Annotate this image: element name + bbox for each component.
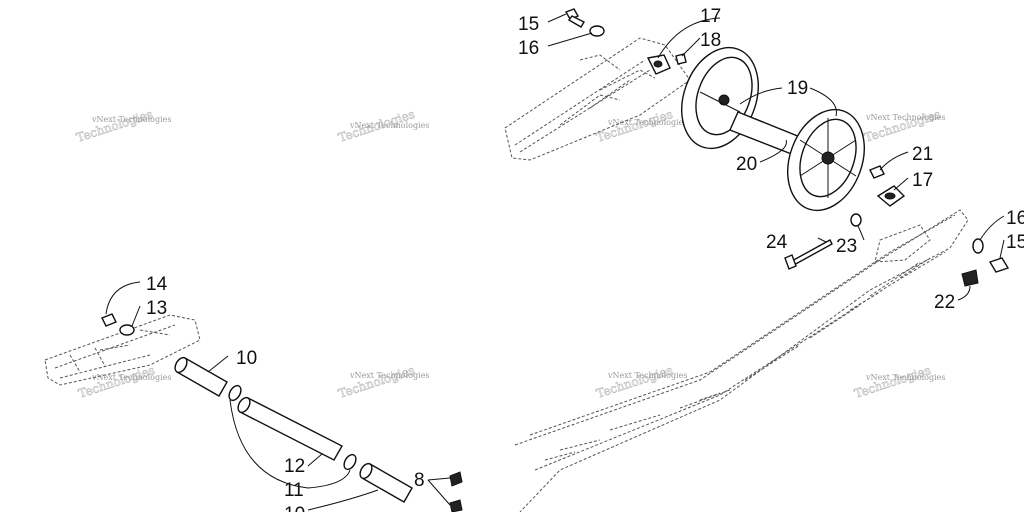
callout-12: 12 xyxy=(284,456,305,477)
callout-20: 20 xyxy=(736,154,757,175)
watermark-1: Technologies vNext Technologies xyxy=(74,107,171,145)
nut-8-lower xyxy=(449,499,463,512)
watermark-outline: Technologies xyxy=(75,107,155,145)
washer-13 xyxy=(119,324,135,336)
bolt-15-upper xyxy=(564,8,585,28)
nut-22 xyxy=(961,269,979,287)
callout-15-lower: 15 xyxy=(1006,232,1024,253)
washer-16-lower xyxy=(972,238,984,254)
spacer-10-left xyxy=(174,356,228,397)
callout-19: 19 xyxy=(787,78,808,99)
watermark-8: Technologies vNext Technologies xyxy=(852,363,945,401)
bolt-15-lower xyxy=(988,257,1010,273)
callout-21: 21 xyxy=(912,144,933,165)
watermark-text: vNext Technologies xyxy=(91,373,171,382)
bracket-17-upper xyxy=(646,54,671,75)
slide-rail-outline xyxy=(514,209,969,512)
nut-14 xyxy=(101,313,117,327)
watermark-text: vNext Technologies xyxy=(349,371,429,380)
watermark-text: vNext Technologies xyxy=(607,118,687,127)
nut-8-upper xyxy=(449,471,463,487)
ring-11-left xyxy=(228,384,242,402)
nut-18 xyxy=(675,53,687,65)
watermark-5: Technologies vNext Technologies xyxy=(76,363,171,401)
callout-24: 24 xyxy=(766,232,788,253)
spacer-23 xyxy=(850,213,862,227)
callout-17-upper: 17 xyxy=(700,6,721,27)
watermark-7: Technologies vNext Technologies xyxy=(594,363,687,401)
upper-rail-outline xyxy=(504,37,691,161)
callout-8: 8 xyxy=(414,470,425,491)
leader-lines xyxy=(105,13,1005,511)
callout-23: 23 xyxy=(836,236,857,257)
watermark-text: vNext Technologies xyxy=(865,373,945,382)
callout-15-upper: 15 xyxy=(518,14,539,35)
callout-10-lower: 10 xyxy=(284,504,305,512)
bolt-24 xyxy=(784,239,833,270)
watermark-6: Technologies vNext Technologies xyxy=(336,363,429,401)
callout-10-upper: 10 xyxy=(236,348,257,369)
watermark-text: vNext Technologies xyxy=(349,121,429,130)
watermark-text: vNext Technologies xyxy=(607,371,687,380)
left-rail-outline xyxy=(44,314,201,386)
spacer-10-right xyxy=(359,462,413,503)
callout-14: 14 xyxy=(146,274,168,295)
watermark-outline: Technologies xyxy=(337,363,417,401)
bracket-17-lower xyxy=(876,185,906,207)
washer-16-upper xyxy=(589,25,605,37)
watermark-3: Technologies vNext Technologies xyxy=(594,107,687,145)
callout-13: 13 xyxy=(146,298,167,319)
callout-22: 22 xyxy=(934,292,955,313)
callout-labels: 15 16 17 18 19 20 21 17 24 23 16 15 22 1… xyxy=(146,6,1024,512)
watermark-outline: Technologies xyxy=(595,363,675,401)
callout-18: 18 xyxy=(700,30,721,51)
callout-17-lower: 17 xyxy=(912,170,933,191)
callout-16-upper: 16 xyxy=(518,38,539,59)
watermark-text: vNext Technologies xyxy=(91,115,171,124)
watermark-text: vNext Technologies xyxy=(865,113,945,122)
tube-12 xyxy=(237,396,343,461)
callout-16-lower: 16 xyxy=(1006,208,1024,229)
ring-11-right xyxy=(343,453,357,471)
watermark-2: Technologies vNext Technologies xyxy=(336,107,429,145)
callout-11: 11 xyxy=(284,480,304,501)
watermark-4: Technologies vNext Technologies xyxy=(862,107,945,145)
idler-wheel-front xyxy=(787,108,865,212)
